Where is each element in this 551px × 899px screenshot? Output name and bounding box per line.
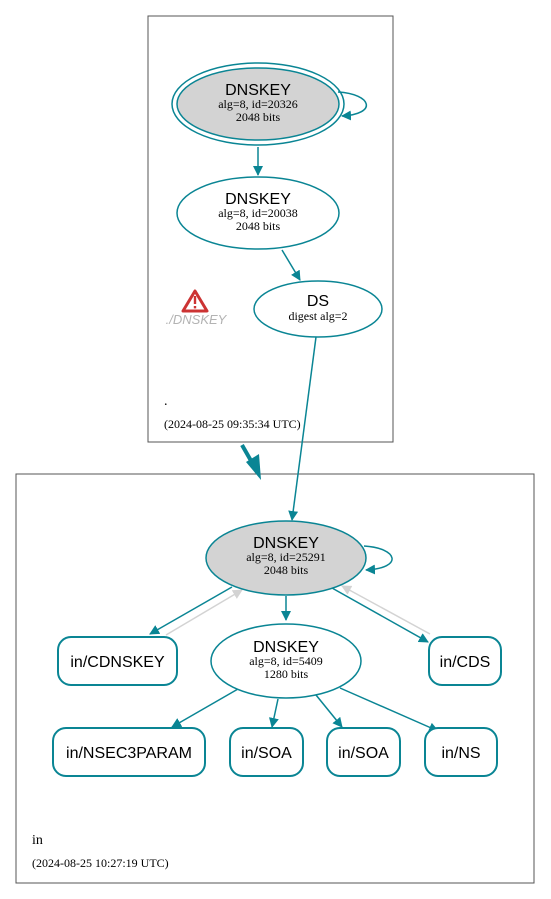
node-root-zsk-title: DNSKEY xyxy=(225,191,291,208)
edge-root-zsk-ds xyxy=(281,249,301,281)
rrset-in-cdnskey[interactable]: in/CDNSKEY xyxy=(57,636,178,686)
zone-in-name: in xyxy=(32,833,43,848)
zone-root-name: . xyxy=(164,394,168,409)
rrset-in-nsec3param[interactable]: in/NSEC3PARAM xyxy=(52,727,206,777)
edge-in-zsk-soa2 xyxy=(315,694,343,728)
edge-in-zsk-ns xyxy=(339,687,439,732)
rrset-in-soa-1-label: in/SOA xyxy=(241,745,292,762)
edge-cdnskey-in-ksk xyxy=(165,589,243,636)
edge-in-zsk-soa1 xyxy=(268,698,279,728)
edge-cds-in-ksk xyxy=(341,585,431,635)
node-in-zsk-title: DNSKEY xyxy=(253,639,319,656)
node-root-ds[interactable]: DS digest alg=2 xyxy=(253,280,383,338)
rrset-in-cds[interactable]: in/CDS xyxy=(428,636,502,686)
delegation-edge xyxy=(240,444,261,480)
rrset-in-soa-2-label: in/SOA xyxy=(338,745,389,762)
node-in-zsk-line1: alg=8, id=5409 xyxy=(249,654,323,668)
node-root-ksk-line2: 2048 bits xyxy=(236,110,281,124)
edge-root-ksk-self xyxy=(337,91,367,121)
rrset-in-soa-1[interactable]: in/SOA xyxy=(229,727,304,777)
node-root-zsk-line1: alg=8, id=20038 xyxy=(218,206,298,220)
warning-label: ./DNSKEY xyxy=(166,312,228,327)
node-root-ksk-line1: alg=8, id=20326 xyxy=(218,97,298,111)
edge-ds-in-ksk xyxy=(288,336,317,521)
node-in-zsk[interactable]: DNSKEY alg=8, id=5409 1280 bits xyxy=(210,623,362,699)
node-root-ds-title: DS xyxy=(307,293,329,310)
edges xyxy=(149,91,439,732)
rrset-in-cdnskey-label: in/CDNSKEY xyxy=(70,654,165,671)
rrset-in-nsec3param-label: in/NSEC3PARAM xyxy=(66,745,192,762)
node-root-ksk[interactable]: DNSKEY alg=8, id=20326 2048 bits xyxy=(171,62,345,146)
rrset-in-ns-label: in/NS xyxy=(441,745,480,762)
node-root-ds-line1: digest alg=2 xyxy=(288,309,347,323)
rrset-in-soa-2[interactable]: in/SOA xyxy=(326,727,401,777)
node-root-zsk-line2: 2048 bits xyxy=(236,219,281,233)
edge-in-zsk-nsec3param xyxy=(171,688,239,728)
node-root-ksk-title: DNSKEY xyxy=(225,82,291,99)
node-in-zsk-line2: 1280 bits xyxy=(264,667,309,681)
edge-in-ksk-cdnskey xyxy=(149,586,233,635)
edge-in-ksk-cds xyxy=(331,587,429,643)
warning-triangle-icon xyxy=(181,289,209,313)
rrset-in-cds-label: in/CDS xyxy=(440,654,491,671)
node-in-ksk[interactable]: DNSKEY alg=8, id=25291 2048 bits xyxy=(205,520,367,596)
edge-in-ksk-self xyxy=(363,545,393,575)
zone-root-timestamp: (2024-08-25 09:35:34 UTC) xyxy=(164,417,301,431)
rrset-in-ns[interactable]: in/NS xyxy=(424,727,498,777)
node-root-zsk[interactable]: DNSKEY alg=8, id=20038 2048 bits xyxy=(176,176,340,250)
node-in-ksk-title: DNSKEY xyxy=(253,535,319,552)
node-in-ksk-line1: alg=8, id=25291 xyxy=(246,550,326,564)
node-in-ksk-line2: 2048 bits xyxy=(264,563,309,577)
zone-in-timestamp: (2024-08-25 10:27:19 UTC) xyxy=(32,856,169,870)
warning-dnskey[interactable]: ./DNSKEY xyxy=(166,289,228,327)
